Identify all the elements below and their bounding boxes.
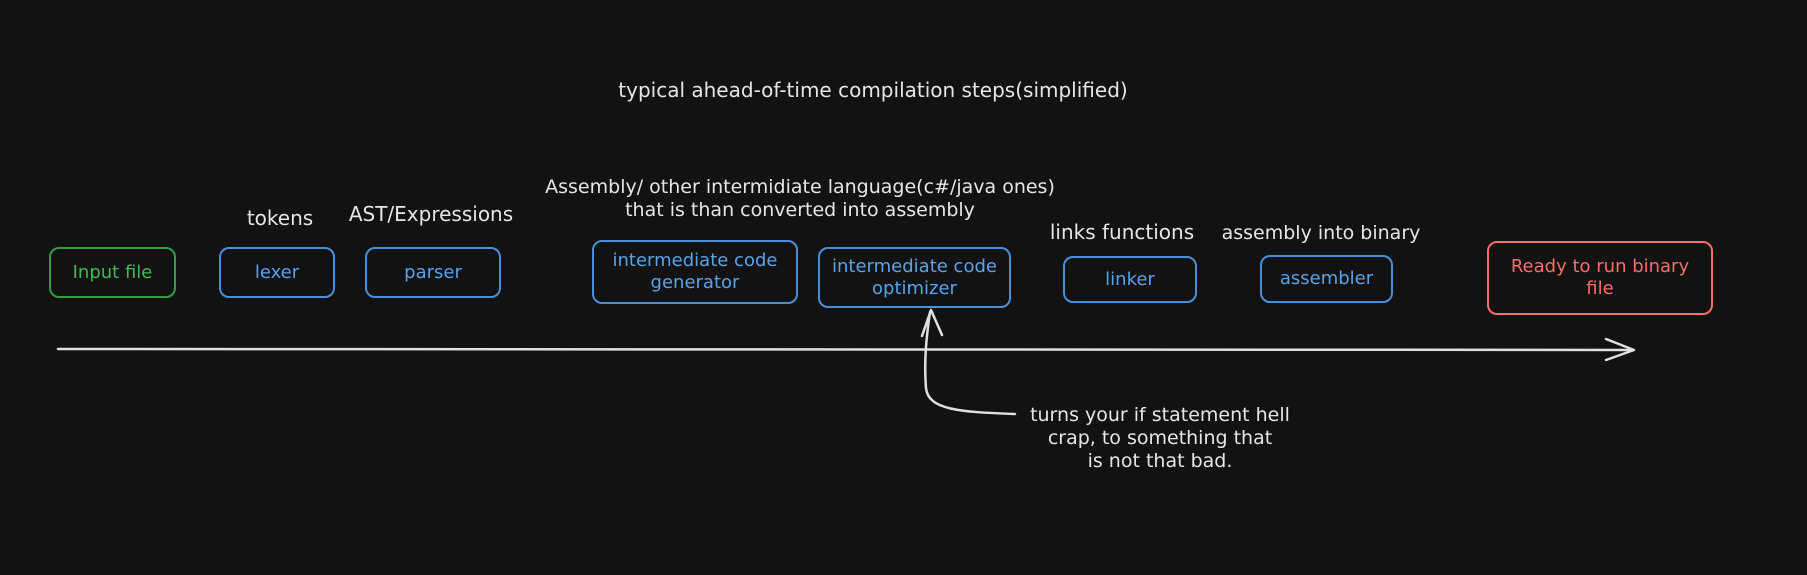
intermediate-code-optimizer-label: intermediate code optimizer [832, 255, 997, 299]
lexer-box: lexer [219, 247, 335, 298]
label-links-functions: links functions [1049, 220, 1195, 244]
input-file-box: Input file [49, 247, 176, 298]
label-intermediate-language: Assembly/ other intermidiate language(c#… [545, 176, 1055, 221]
assembler-box: assembler [1260, 255, 1393, 303]
assembler-label: assembler [1279, 268, 1374, 290]
optimizer-note: turns your if statement hell crap, to so… [1030, 404, 1290, 472]
label-assembly-into-binary: assembly into binary [1221, 222, 1421, 244]
timeline-arrow [56, 337, 1636, 362]
parser-box: parser [365, 247, 501, 298]
label-tokens: tokens [246, 206, 314, 230]
intermediate-code-optimizer-box: intermediate code optimizer [818, 247, 1011, 308]
ready-binary-box: Ready to run binary file [1487, 241, 1713, 315]
intermediate-code-generator-label: intermediate code generator [612, 250, 778, 293]
intermediate-code-generator-box: intermediate code generator [592, 240, 798, 304]
linker-label: linker [1105, 268, 1155, 290]
parser-label: parser [404, 261, 462, 283]
label-ast-expressions: AST/Expressions [348, 202, 514, 226]
lexer-label: lexer [254, 261, 300, 283]
linker-box: linker [1063, 256, 1197, 303]
optimizer-note-arrow [920, 308, 1017, 416]
ready-binary-label: Ready to run binary file [1510, 256, 1690, 299]
input-file-label: Input file [72, 261, 153, 283]
diagram-title: typical ahead-of-time compilation steps(… [618, 78, 1128, 102]
